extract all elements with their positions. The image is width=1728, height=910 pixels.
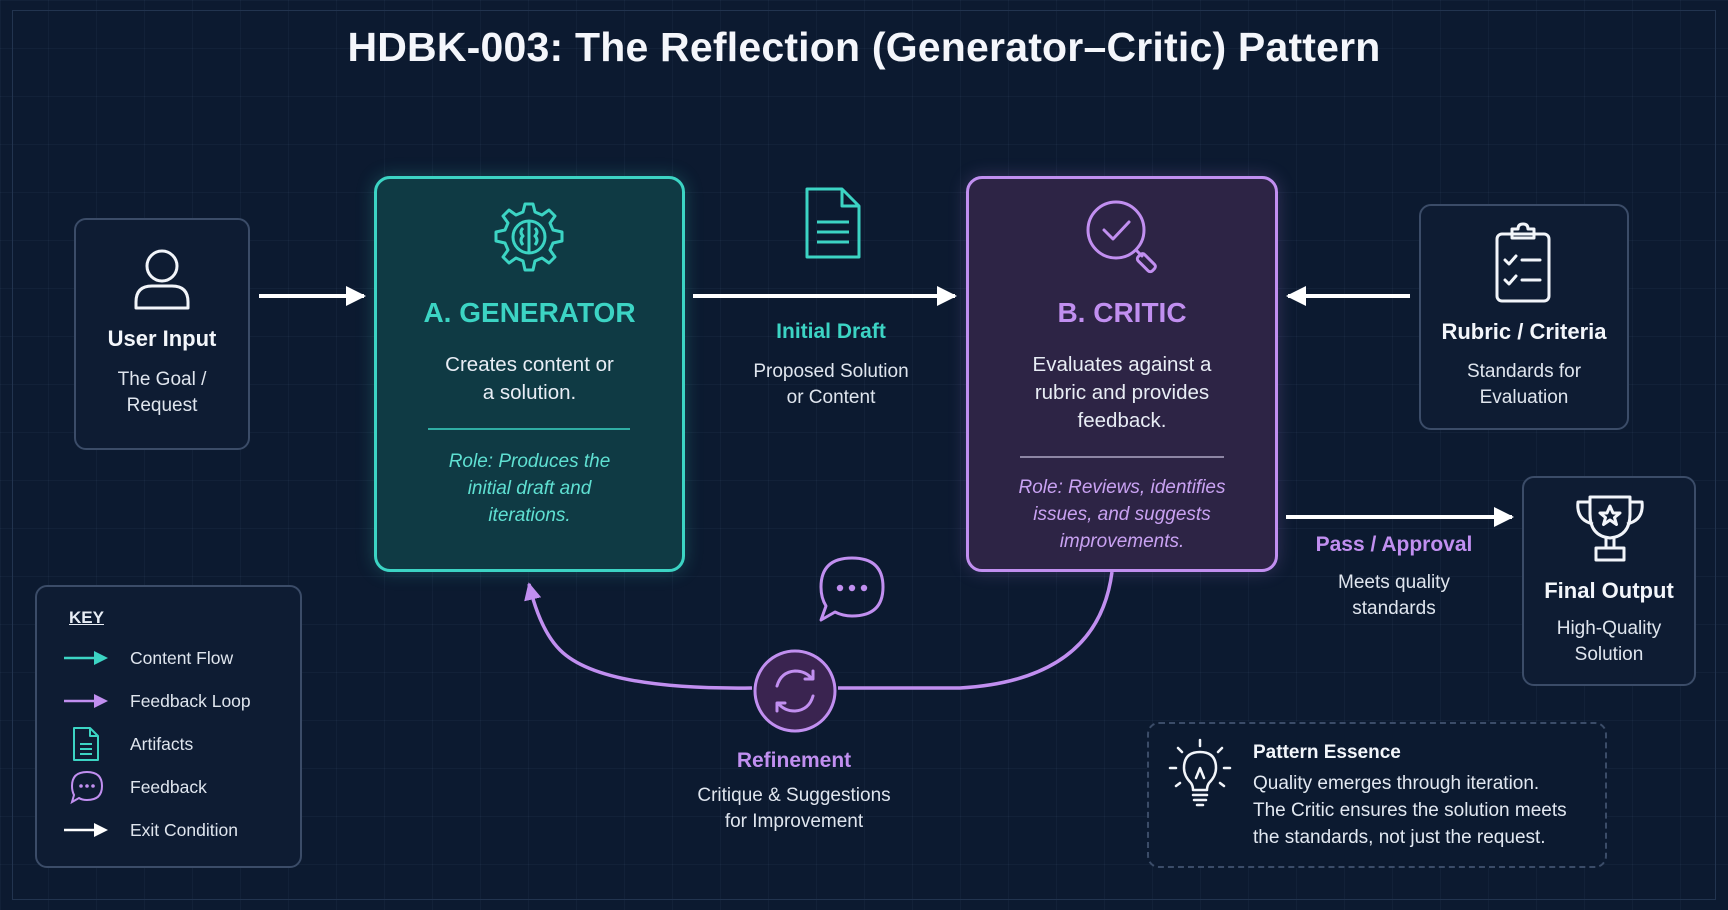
- key-item-label: Exit Condition: [130, 820, 238, 840]
- document-icon: [73, 727, 99, 761]
- rubric-sub: Standards for Evaluation: [1466, 361, 1582, 408]
- refinement-sub: Critique & Suggestions for Improvement: [697, 785, 891, 832]
- feedback-loop-path-right: [838, 571, 1114, 690]
- teal-arrow-icon: [64, 651, 108, 665]
- key-item-label: Feedback Loop: [130, 691, 251, 711]
- critic-description: Evaluates against a rubric and provides …: [1032, 353, 1212, 432]
- generator-description: Creates content or a solution.: [445, 353, 614, 404]
- lightbulb-icon: [1168, 738, 1232, 807]
- generator-divider: [428, 428, 630, 430]
- key-item-label: Artifacts: [130, 734, 194, 754]
- essence-title: Pattern Essence: [1253, 742, 1401, 763]
- key-title: KEY: [69, 608, 104, 627]
- feedback-loop-path-left: [524, 582, 753, 690]
- critic-divider: [1020, 456, 1224, 458]
- diagram-title: HDBK-003: The Reflection (Generator–Crit…: [347, 24, 1381, 70]
- rubric-label: Rubric / Criteria: [1441, 319, 1607, 344]
- critic-role: Role: Reviews, identifies issues, and su…: [1018, 477, 1226, 552]
- user-input-box: [74, 218, 250, 450]
- pass-sub: Meets quality standards: [1338, 572, 1450, 619]
- white-arrow-icon: [64, 823, 108, 837]
- critic-box: [966, 176, 1278, 572]
- draft-sub: Proposed Solution or Content: [753, 361, 909, 408]
- key-item-label: Feedback: [130, 777, 207, 797]
- final-output-sub: High-Quality Solution: [1556, 618, 1662, 665]
- clipboard-checklist-icon: [1495, 222, 1551, 303]
- draft-label: Initial Draft: [776, 320, 886, 343]
- violet-arrow-icon: [64, 694, 108, 708]
- gear-brain-icon: [494, 202, 564, 272]
- speech-bubble-icon: [819, 556, 885, 622]
- refresh-icon: [753, 649, 837, 733]
- magnifier-check-icon: [1086, 200, 1157, 274]
- speech-bubble-icon: [70, 770, 104, 805]
- refinement-label: Refinement: [736, 749, 852, 772]
- rubric-box: [1419, 204, 1629, 430]
- key-item-label: Content Flow: [130, 648, 234, 668]
- trophy-icon: [1576, 495, 1644, 562]
- pattern-essence-panel: [1147, 722, 1607, 868]
- user-icon: [134, 249, 190, 310]
- user-input-label: User Input: [107, 326, 217, 351]
- document-icon: [805, 187, 861, 259]
- essence-text: Quality emerges through iteration. The C…: [1253, 773, 1567, 848]
- generator-heading: A. GENERATOR: [423, 297, 636, 328]
- user-input-sub: The Goal / Request: [117, 369, 207, 416]
- generator-role: Role: Produces the initial draft and ite…: [448, 451, 611, 526]
- final-output-label: Final Output: [1544, 578, 1674, 603]
- key-panel: [35, 585, 302, 868]
- pass-label: Pass / Approval: [1315, 533, 1473, 556]
- critic-heading: B. CRITIC: [1057, 297, 1187, 328]
